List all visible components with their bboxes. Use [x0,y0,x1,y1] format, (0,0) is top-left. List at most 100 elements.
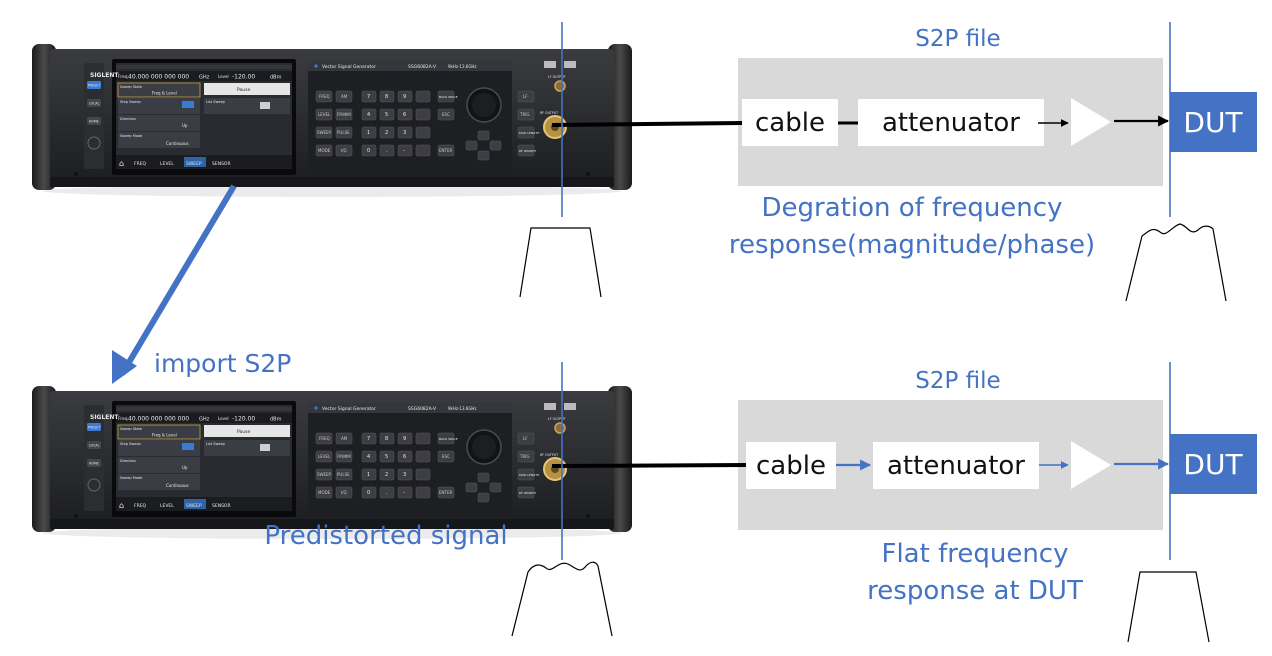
top-dut-label: DUT [1183,106,1243,139]
list-sweep-label: List Sweep [206,442,226,446]
predistorted-signal-label: Predistorted signal [264,521,507,551]
tab-sensor: SENSOR [212,161,231,167]
preset-label: PRESET [88,84,100,88]
sweep-state-label: Sweep State [120,427,142,431]
import-arrow-head [112,350,137,384]
sweep-state-value: Freq & Level [152,91,177,96]
top-amplifier-icon [1071,98,1111,146]
key-2: 2 [385,472,388,478]
key-6: 6 [403,454,406,460]
level-unit: dBm [270,75,282,81]
tab-sweep: SWEEP [186,161,202,167]
key-sweep: SWEEP [317,130,332,135]
bottom-dut-flat-spectrum [1127,571,1210,643]
tab-sweep: SWEEP [186,503,202,509]
key-iq: I/Q [341,148,347,153]
sweep-state-value: Freq & Level [152,433,177,438]
key-3: 3 [403,472,406,478]
level-value: -120.00 [232,74,255,81]
key-rf-length: RF LENGTH [519,491,536,495]
step-sweep-label: Step Sweep [120,442,141,446]
key-3: 3 [403,130,406,136]
key-trig: TRIG [519,112,530,117]
key-level: LEVEL [318,112,331,117]
power-button [87,478,101,492]
tab-level: LEVEL [160,161,174,167]
brand-logo-text: SIGLENT [90,414,119,421]
top-dut-box [1170,92,1257,152]
power-button [87,136,101,150]
key-7: 7 [367,94,370,100]
rf-output-label: RF OUTPUT [540,111,558,115]
step-sweep-label: Step Sweep [120,100,141,104]
import-arrow [119,184,237,376]
model-name: SSG6082A-V [408,406,437,412]
key-lf: LF [523,94,528,99]
rf-output-label: RF OUTPUT [540,453,558,457]
direction-value: Up [182,123,188,128]
key-enter: ENTER [439,490,452,495]
home-button [87,117,101,125]
freq-range: 9kHz-13.6GHz [448,406,477,411]
key-8: 8 [385,436,388,442]
key-freq: FREQ [319,436,330,441]
home-icon: ⌂ [119,501,124,510]
key-freq: FREQ [319,94,330,99]
level-value: -120.00 [232,416,255,423]
key-level: LEVEL [318,454,331,459]
top-attenuator-label: attenuator [882,108,1020,138]
key-4: 4 [367,112,370,118]
tab-freq: FREQ [134,503,147,509]
freq-unit: GHz [199,75,210,81]
key-rf-length: RF LENGTH [519,149,536,153]
key-sweep: SWEEP [317,472,332,477]
sweep-mode-value: Continuous [166,141,189,146]
key-9: 9 [403,94,406,100]
sweep-mode-value: Continuous [166,483,189,488]
top-generator-flat-spectrum [519,227,602,298]
key-iq: I/Q [341,490,347,495]
level-label: Level [218,416,229,421]
bottom-cable-label: cable [756,451,826,481]
bottom-rf-cable [551,463,747,468]
brand-logo-text: SIGLENT [90,72,119,79]
preset-button [87,423,101,431]
key-0: 0 [367,148,370,154]
pause-label: Pause [237,87,250,93]
key-mod-length: MOD LENGTH [519,131,539,135]
direction-value: Up [182,465,188,470]
product-name: Vector Signal Generator [322,64,376,70]
top-rf-cable [551,121,743,127]
key-7: 7 [367,436,370,442]
bottom-signal-generator: SIGLENT PRESET LOCAL HOME Freq 40.000 00… [31,385,633,540]
key-pulse: PULSE [337,472,350,477]
bottom-dut-label: DUT [1183,448,1243,481]
bottom-s2p-label: S2P file [915,368,1000,394]
freq-value: 40.000 000 000 000 [128,416,189,423]
tab-sensor: SENSOR [212,503,231,509]
tab-level: LEVEL [160,503,174,509]
bottom-predistorted-spectrum [511,561,613,637]
model-name: SSG6082A-V [408,64,437,70]
key-am: AM [341,436,348,441]
bottom-dut-box [1170,434,1257,494]
key-5: 5 [385,112,388,118]
home-button [87,459,101,467]
freq-label: Freq [118,74,128,80]
key-fm: FM/ΦM [337,454,351,459]
lf-output-label: LF OUTPUT [548,417,566,421]
key-backspace: BACK SPACE [439,95,458,99]
key-mod-length: MOD LENGTH [519,473,539,477]
key-fm: FM/ΦM [337,112,351,117]
top-signal-generator: SIGLENT PRESET LOCAL HOME Freq 40.000 00… [31,43,633,198]
key-8: 8 [385,94,388,100]
local-label: LOCAL [89,102,100,106]
key-minus: - [403,148,405,154]
local-label: LOCAL [89,444,100,448]
degradation-line-1: Degration of frequency [762,193,1063,223]
home-label: HOME [89,120,99,124]
local-button [87,99,101,107]
top-s2p-label: S2P file [915,26,1000,52]
level-label: Level [218,74,229,79]
